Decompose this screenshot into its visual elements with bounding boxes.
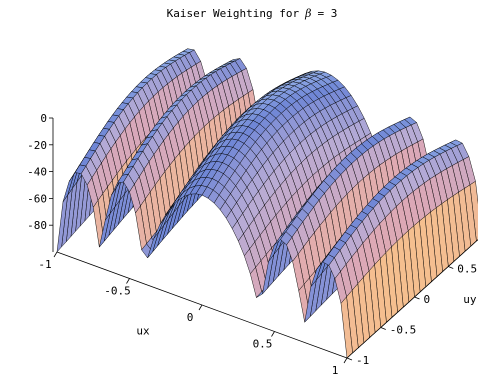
- chart-title-prefix: Kaiser Weighting for: [167, 7, 300, 20]
- surface-mesh: [56, 48, 478, 359]
- ux-tick-label: 0: [187, 311, 194, 324]
- ux-axis-tick: [343, 357, 348, 364]
- uy-axis-tick: [448, 266, 454, 269]
- uy-tick-label: 0: [424, 293, 431, 306]
- z-tick-label: -80: [27, 219, 47, 232]
- ux-axis-tick: [198, 304, 203, 311]
- ux-tick-label: -1: [38, 258, 51, 271]
- plot-axes: -1 -0.5 0 0.5 1 ux -1 -0.5 0 0.5 uy 0 -20 -40 -60 -80: [27, 112, 478, 375]
- ux-tick-label: -0.5: [104, 285, 131, 298]
- z-tick-label: -60: [27, 192, 47, 205]
- uy-axis-tick: [414, 296, 420, 300]
- ux-axis-label: ux: [136, 324, 150, 337]
- uy-tick-label: -0.5: [390, 324, 417, 337]
- z-tick-label: -40: [27, 166, 47, 179]
- uy-tick-label: 0.5: [457, 263, 477, 276]
- z-tick-label: 0: [40, 112, 47, 125]
- chart-title-suffix: = 3: [317, 7, 337, 20]
- z-tick-label: -20: [27, 139, 47, 152]
- ux-axis-tick: [271, 331, 275, 337]
- chart-title-symbol: β: [304, 7, 311, 20]
- ux-tick-label: 0.5: [253, 338, 273, 351]
- chart-title: Kaiser Weighting for β = 3: [167, 7, 338, 20]
- ux-axis-tick: [53, 251, 58, 258]
- uy-axis-label: uy: [463, 293, 477, 306]
- uy-tick-label: -1: [356, 354, 369, 367]
- uy-axis-tick: [380, 327, 386, 330]
- ux-tick-label: 1: [332, 364, 339, 375]
- uy-axis-tick: [346, 357, 353, 361]
- ux-axis-tick: [126, 278, 130, 284]
